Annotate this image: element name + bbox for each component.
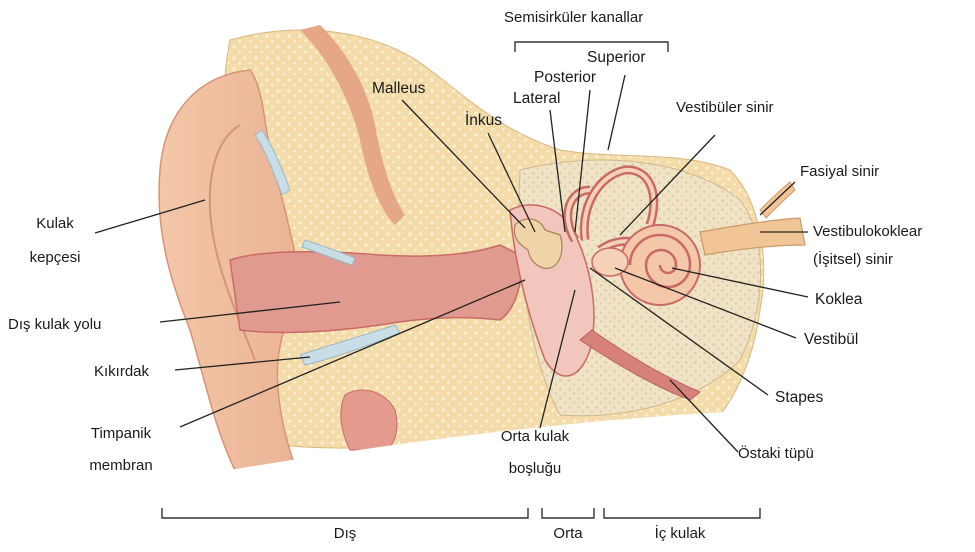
inner-ear-label: İç kulak xyxy=(640,524,720,543)
ear-canal-label: Dış kulak yolu xyxy=(8,315,101,334)
tympanic-label-1: Timpanik xyxy=(76,424,166,443)
eustachian-tube-label: Östaki tüpü xyxy=(738,444,814,463)
incus-label: İnkus xyxy=(465,111,502,130)
superior-label: Superior xyxy=(587,48,646,67)
vestibule-shape xyxy=(592,248,628,276)
vestibular-nerve-label: Vestibüler sinir xyxy=(676,98,774,117)
posterior-label: Posterior xyxy=(534,68,596,87)
vestibulocochlear-label-2: (İşitsel) sinir xyxy=(813,250,893,269)
stapes-label: Stapes xyxy=(775,388,823,407)
vestibule-label: Vestibül xyxy=(804,330,858,349)
middle-ear-cavity-label-2: boşluğu xyxy=(480,459,590,478)
middle-ear-label: Orta xyxy=(542,524,594,543)
tympanic-label-2: membran xyxy=(76,456,166,475)
lateral-label: Lateral xyxy=(513,89,560,108)
auricle-label-1: Kulak xyxy=(28,214,82,233)
malleus-label: Malleus xyxy=(372,79,425,98)
vestibulocochlear-label-1: Vestibulokoklear xyxy=(813,222,922,241)
semicircular-canals-label: Semisirküler kanallar xyxy=(504,8,643,27)
middle-ear-cavity-label-1: Orta kulak xyxy=(480,427,590,446)
facial-nerve-label: Fasiyal sinir xyxy=(800,162,879,181)
outer-ear-label: Dış xyxy=(320,524,370,543)
auricle-label-2: kepçesi xyxy=(22,248,88,267)
cochlea-label: Koklea xyxy=(815,290,862,309)
cartilage-label: Kıkırdak xyxy=(94,362,149,381)
cochlea-shape xyxy=(620,225,700,305)
